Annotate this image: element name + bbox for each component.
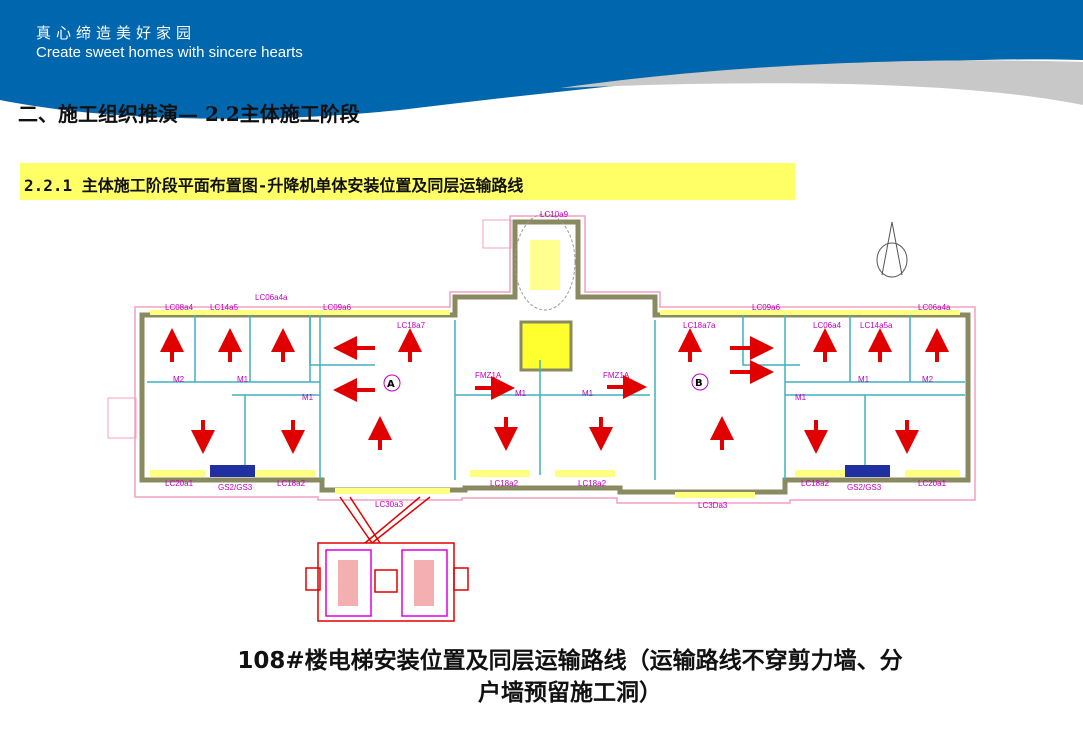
transport-route-arrows [160,328,949,454]
slogan-english: Create sweet homes with sincere hearts [36,44,303,61]
label: FMZ1A [475,371,502,380]
windows [150,310,960,498]
unit-b-label: B [695,378,703,389]
label: LC20a1 [918,479,947,488]
label: M1 [795,393,807,402]
label: LC18a7a [683,321,716,330]
label: LC20a1 [165,479,194,488]
caption-line-1: 108#楼电梯安装位置及同层运输路线（运输路线不穿剪力墙、分 [237,648,903,674]
label: LC06a4a [255,293,288,302]
label: LC18a2 [490,479,519,488]
label: M1 [302,393,314,402]
label: LC06a4a [918,303,951,312]
label: M2 [173,375,185,384]
label: GS2/GS3 [218,483,253,492]
label: LC3Da3 [698,501,728,510]
label: LC09a6 [323,303,352,312]
slogan-chinese: 真心缔造美好家园 [36,24,197,42]
label: LC18a7 [397,321,426,330]
label: M1 [515,389,527,398]
label: LC10a9 [540,210,569,219]
caption-line-2: 户墙预留施工洞） [478,680,662,706]
label: GS2/GS3 [847,483,882,492]
label: LC06a4 [813,321,842,330]
construction-hoist [305,496,469,622]
caption: 108#楼电梯安装位置及同层运输路线（运输路线不穿剪力墙、分 户墙预留施工洞） [140,645,1000,709]
stair-core [519,240,573,372]
page-title: 二、施工组织推演— 2.2主体施工阶段 [18,102,360,126]
label: FMZ1A [603,371,630,380]
label: LC14a5a [860,321,893,330]
label: M1 [237,375,249,384]
subtitle: 2.2.1 主体施工阶段平面布置图-升降机单体安装位置及同层运输路线 [24,176,524,195]
subtitle-banner: 2.2.1 主体施工阶段平面布置图-升降机单体安装位置及同层运输路线 [20,163,795,200]
label: M2 [922,375,934,384]
label: LC08a4 [165,303,194,312]
label: M1 [858,375,870,384]
label: LC18a2 [801,479,830,488]
label: LC18a2 [578,479,607,488]
plan-labels: LC08a4 LC14a5 LC06a4a LC09a6 LC18a7 LC10… [165,210,951,510]
label: LC30a3 [375,500,404,509]
label: LC14a5 [210,303,239,312]
label: LC09a6 [752,303,781,312]
north-arrow-icon [876,221,908,278]
floor-plan: LC08a4 LC14a5 LC06a4a LC09a6 LC18a7 LC10… [107,210,976,622]
label: M1 [582,389,594,398]
unit-a-label: A [387,379,395,390]
label: LC18a2 [277,479,306,488]
